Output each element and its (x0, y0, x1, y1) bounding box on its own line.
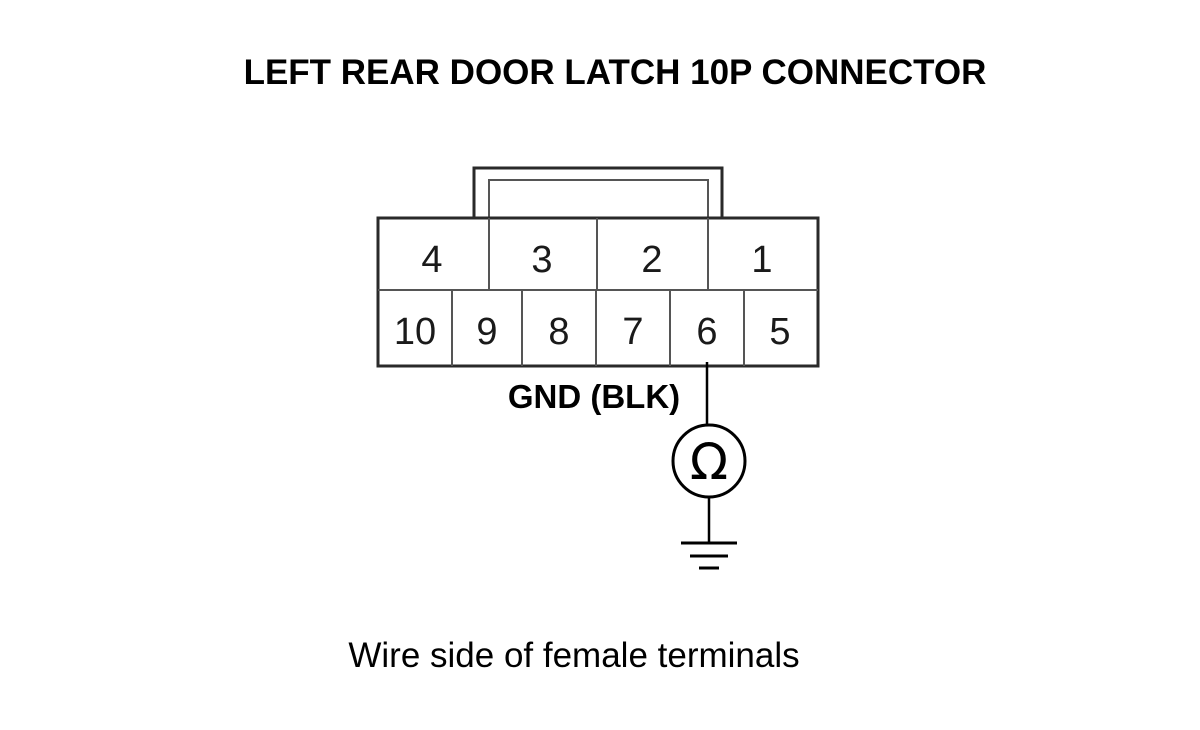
gnd-label: GND (BLK) (508, 378, 680, 415)
connector-body (376, 166, 820, 368)
pin-label: 3 (531, 239, 552, 281)
connector-lock-tab (472, 166, 724, 218)
connector-top-row: 4 3 2 1 (421, 239, 772, 281)
pin-label: 8 (548, 311, 569, 353)
ground-icon (681, 541, 737, 570)
pin-label: 9 (476, 311, 497, 353)
diagram-title: LEFT REAR DOOR LATCH 10P CONNECTOR (244, 53, 987, 92)
pin-label: 2 (641, 239, 662, 281)
pin-label: 10 (394, 311, 436, 353)
ohm-symbol: Ω (690, 433, 728, 491)
diagram-caption: Wire side of female terminals (348, 636, 799, 675)
pin-label: 5 (769, 311, 790, 353)
ohmmeter-icon: Ω (671, 423, 747, 499)
pin-label: 4 (421, 239, 442, 281)
connector-bottom-row: 10 9 8 7 6 5 (394, 311, 791, 353)
pin-label: 1 (751, 239, 772, 281)
pin-label: 7 (622, 311, 643, 353)
pin-label: 6 (696, 311, 717, 353)
